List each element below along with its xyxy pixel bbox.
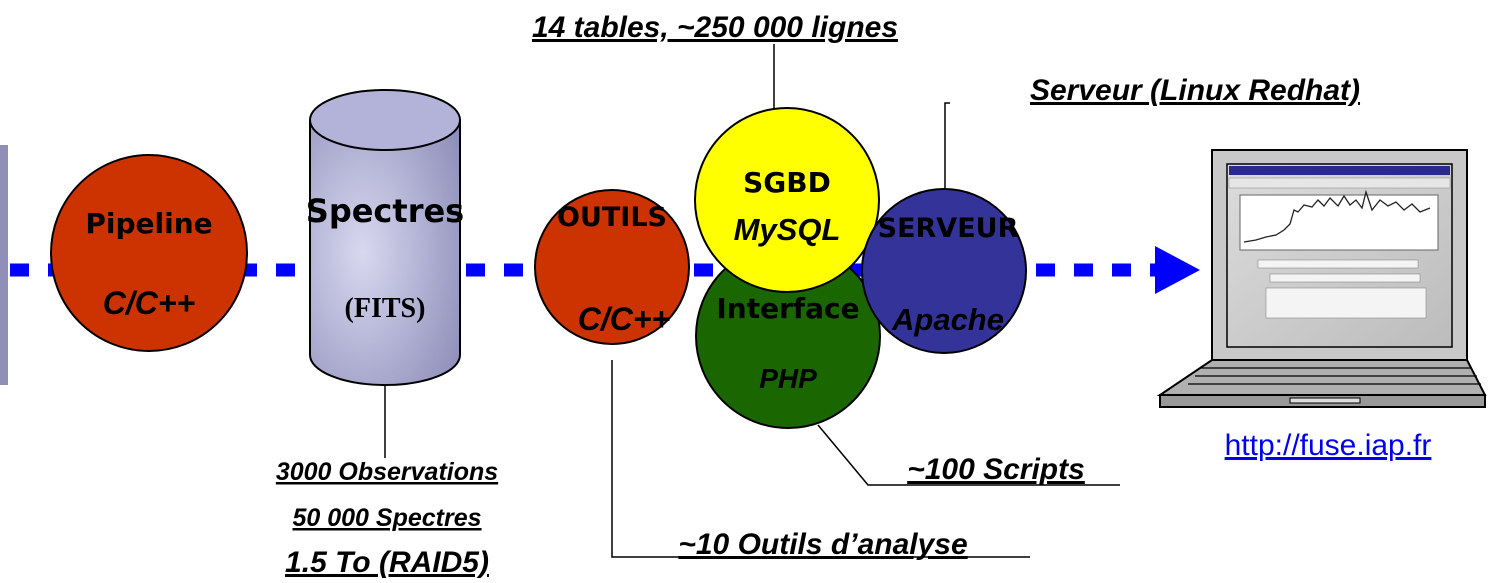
node-serveur: SERVEUR Apache xyxy=(861,188,1027,354)
sgbd-subtitle: MySQL xyxy=(734,212,841,247)
fuse-url-link[interactable]: http://fuse.iap.fr xyxy=(1225,429,1432,462)
interface-subtitle: PHP xyxy=(759,363,817,394)
laptop-screen xyxy=(1226,163,1453,348)
annotation-observations: 3000 Observations xyxy=(276,458,498,486)
pipeline-subtitle: C/C++ xyxy=(103,285,195,321)
serveur-circle xyxy=(861,188,1027,354)
annotation-scripts: ~100 Scripts xyxy=(907,453,1085,486)
leader-lines xyxy=(384,44,1120,558)
serveur-title: SERVEUR xyxy=(878,213,1019,244)
laptop-touchpad xyxy=(1289,397,1361,404)
screen-form-table xyxy=(1265,287,1427,319)
laptop-keyboard-deck xyxy=(1156,359,1487,396)
interface-title: Interface xyxy=(716,292,859,325)
sgbd-title: SGBD xyxy=(743,166,831,199)
screen-spectrum xyxy=(1243,189,1431,243)
spectres-subtitle: (FITS) xyxy=(345,293,426,324)
laptop-illustration xyxy=(1156,149,1487,408)
spectres-title: Spectres xyxy=(306,192,464,230)
outils-title: OUTILS xyxy=(557,202,667,233)
screen-form-row xyxy=(1257,259,1419,269)
annotation-spectres-count: 50 000 Spectres xyxy=(292,504,481,532)
node-spectres: Spectres (FITS) xyxy=(306,89,464,386)
annotation-outils-count: ~10 Outils d’analyse xyxy=(678,528,967,561)
pipeline-circle xyxy=(50,154,248,352)
outils-subtitle: C/C++ xyxy=(578,301,670,337)
left-edge-bar xyxy=(0,145,8,385)
node-pipeline: Pipeline C/C++ xyxy=(50,154,248,352)
cylinder-top xyxy=(309,89,461,151)
screen-titlebar xyxy=(1229,166,1450,175)
node-sgbd: SGBD MySQL xyxy=(694,107,880,293)
cylinder-body xyxy=(309,119,461,386)
annotation-storage: 1.5 To (RAID5) xyxy=(285,546,489,579)
screen-toolbar xyxy=(1228,177,1451,189)
outils-circle xyxy=(534,189,690,345)
screen-form-row xyxy=(1269,273,1421,283)
node-interface: Interface PHP xyxy=(695,243,881,429)
annotation-serveur-os: Serveur (Linux Redhat) xyxy=(1030,74,1360,107)
pipeline-title: Pipeline xyxy=(85,207,212,240)
sgbd-circle xyxy=(694,107,880,293)
serveur-subtitle: Apache xyxy=(891,302,1004,337)
flow-arrow-head xyxy=(1155,246,1200,294)
node-outils: OUTILS C/C++ xyxy=(534,189,690,345)
annotation-tables: 14 tables, ~250 000 lignes xyxy=(532,11,898,44)
